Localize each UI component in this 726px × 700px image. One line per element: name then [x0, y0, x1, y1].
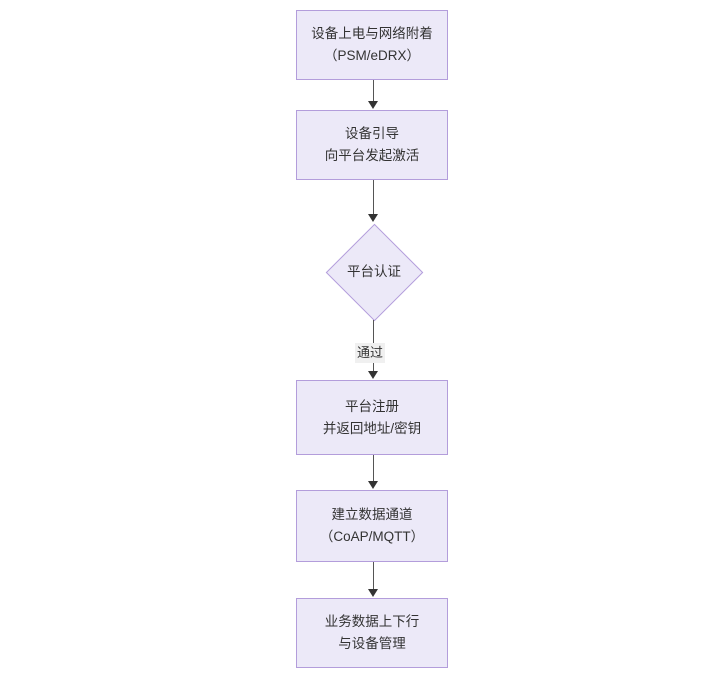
flow-node-data-channel-line1: 建立数据通道	[331, 507, 413, 522]
flow-node-bootstrap-line1: 设备引导	[345, 126, 399, 141]
flow-node-bootstrap-line2: 向平台发起激活	[324, 148, 420, 163]
flow-node-platform-register-line1: 平台注册	[345, 398, 399, 414]
flow-arrowhead-4-icon	[368, 481, 378, 489]
flow-arrowhead-5-icon	[368, 589, 378, 597]
flow-node-business-data-line2: 与设备管理	[338, 636, 406, 651]
flow-arrowhead-2-icon	[368, 214, 378, 222]
flow-edge-label-pass: 通过	[355, 343, 386, 363]
flow-node-business-data-line1: 业务数据上下行	[324, 614, 420, 629]
flow-connector-4	[373, 455, 374, 483]
flow-connector-2	[373, 180, 374, 216]
flow-node-power-on-line1: 设备上电与网络附着	[311, 26, 433, 41]
flow-node-platform-auth-label: 平台认证	[347, 264, 401, 279]
flow-node-data-channel-line2: （CoAP/MQTT）	[319, 529, 425, 544]
flow-node-platform-register-line2: 并返回地址/密钥	[322, 420, 422, 436]
flow-node-platform-auth[interactable]: 平台认证	[324, 223, 424, 321]
flow-node-power-on[interactable]: 设备上电与网络附着 （PSM/eDRX）	[296, 10, 448, 80]
flow-connector-5	[373, 562, 374, 591]
flow-node-business-data[interactable]: 业务数据上下行 与设备管理	[296, 598, 448, 668]
flow-arrowhead-1-icon	[368, 101, 378, 109]
flow-node-data-channel[interactable]: 建立数据通道 （CoAP/MQTT）	[296, 490, 448, 562]
flow-node-platform-register[interactable]: 平台注册 并返回地址/密钥	[296, 380, 448, 455]
flow-node-power-on-line2: （PSM/eDRX）	[323, 48, 421, 63]
flow-connector-1	[373, 80, 374, 103]
flow-node-bootstrap[interactable]: 设备引导 向平台发起激活	[296, 110, 448, 180]
flow-arrowhead-3-icon	[368, 371, 378, 379]
